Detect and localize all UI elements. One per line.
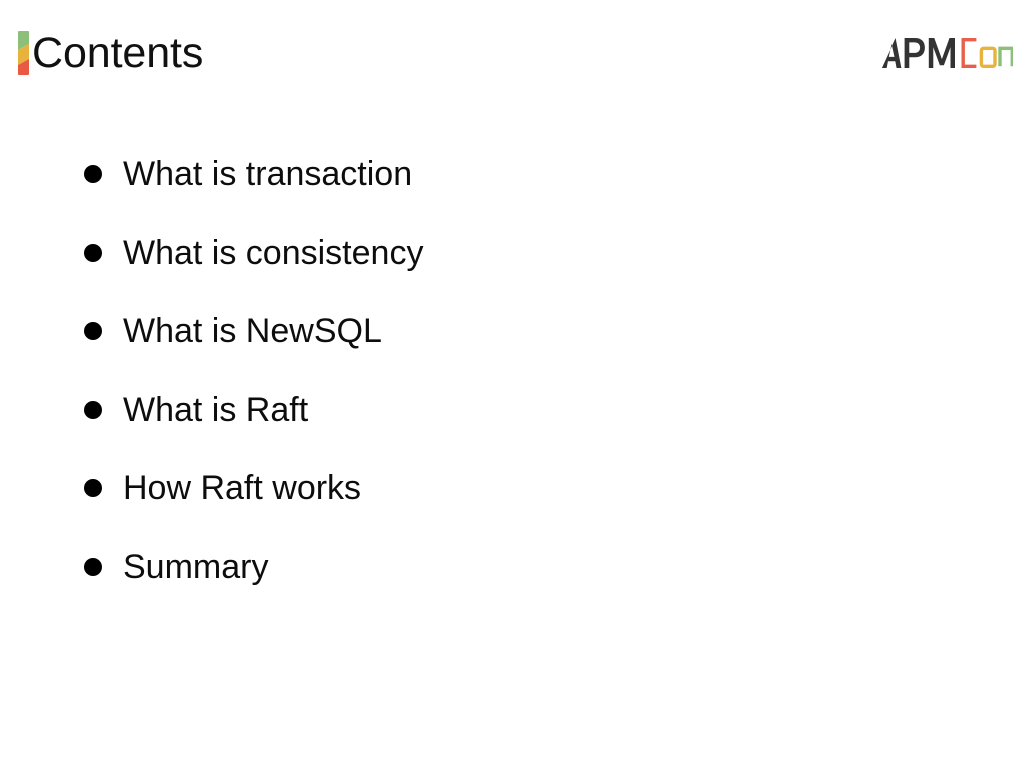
logo-letter-o (979, 46, 997, 69)
logo-letter-c (961, 38, 977, 68)
slide-title-row: Contents (18, 28, 203, 78)
logo-con-wordmark (961, 38, 1013, 69)
list-item-label: What is Raft (123, 390, 309, 429)
accent-yellow-segment (18, 44, 29, 65)
list-item[interactable]: How Raft works (84, 466, 784, 545)
list-item-label: What is transaction (123, 155, 413, 193)
list-item[interactable]: What is consistency (84, 231, 784, 310)
list-item-label: How Raft works (123, 469, 362, 507)
list-item[interactable]: Summary (84, 545, 784, 624)
bullet-icon (84, 243, 102, 262)
contents-list: What is transaction What is consistency … (84, 152, 784, 623)
bullet-icon (84, 479, 102, 497)
list-item-label: What is consistency (123, 233, 424, 272)
logo-letter-n (998, 46, 1013, 67)
list-item-label: What is NewSQL (123, 312, 382, 350)
bullet-icon (84, 400, 102, 419)
list-item-label: Summary (123, 547, 269, 586)
bullet-icon (84, 557, 102, 576)
page-title: Contents (32, 28, 204, 77)
accent-green-segment (18, 31, 29, 50)
accent-red-segment (18, 59, 29, 75)
list-item[interactable]: What is Raft (84, 388, 784, 467)
logo-apm-wordmark (881, 38, 955, 68)
title-accent-bar-icon (18, 31, 29, 75)
apmcon-logo (881, 34, 1013, 72)
list-item[interactable]: What is NewSQL (84, 309, 784, 388)
bullet-icon (84, 322, 102, 340)
list-item[interactable]: What is transaction (84, 152, 784, 231)
bullet-icon (84, 165, 102, 183)
